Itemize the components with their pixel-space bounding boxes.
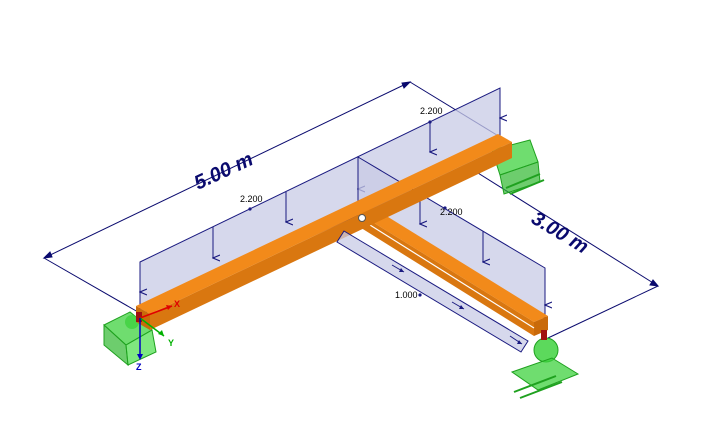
- support-hinge-icon: [510, 337, 580, 399]
- axis-z-label: Z: [136, 362, 142, 372]
- load-panel-joint: [336, 230, 529, 353]
- load-value-left: 2.200: [240, 194, 263, 204]
- member-end-marker: [541, 330, 547, 340]
- axis-y-label: Y: [168, 338, 174, 348]
- dimension-main-label: 5.00 m: [191, 148, 257, 194]
- load-value-secondary: 2.200: [440, 207, 463, 217]
- dimension-secondary-label: 3.00 m: [527, 207, 592, 258]
- axis-x-label: X: [174, 299, 180, 309]
- member-end-marker: [136, 312, 142, 322]
- load-value-rear: 2.200: [420, 106, 443, 116]
- beam-secondary[interactable]: [358, 207, 548, 336]
- load-value-joint: 1.000: [395, 290, 418, 300]
- joint-node[interactable]: [358, 214, 366, 222]
- coordinate-axes-icon: X Y Z: [136, 299, 180, 372]
